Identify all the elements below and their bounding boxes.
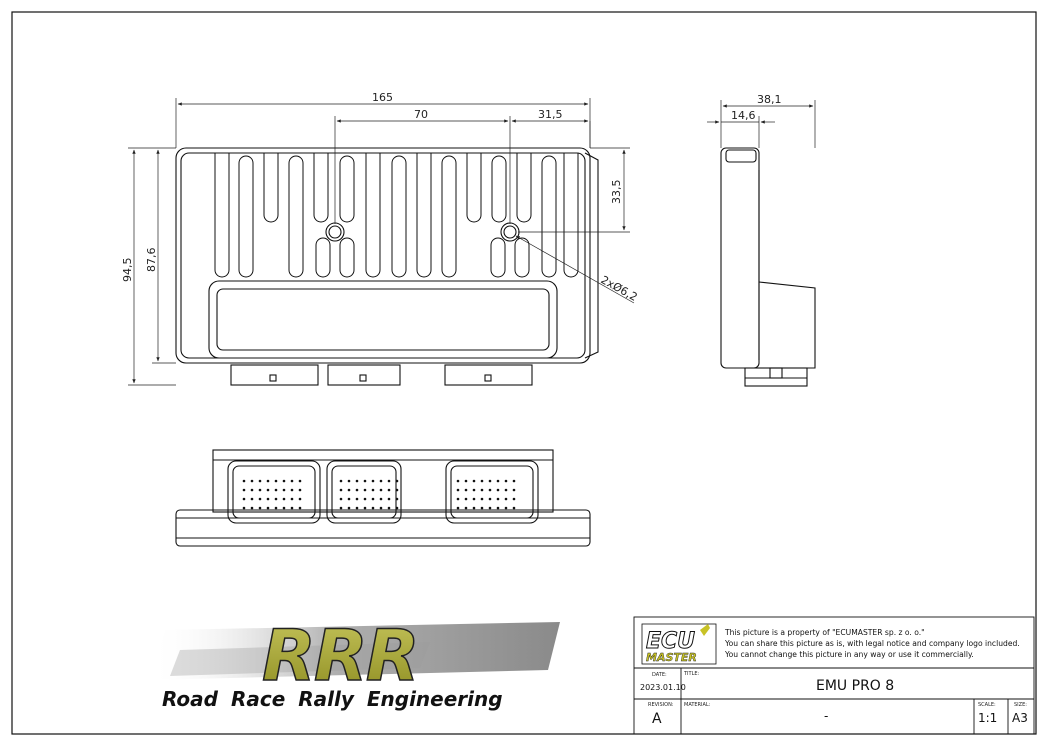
date-value: 2023.01.10: [640, 683, 686, 692]
tagline-word-engineering: Engineering: [367, 687, 503, 711]
size-label: SIZE:: [1014, 702, 1027, 708]
svg-text:Road Race Rally: Road Race Rally Engineering: [162, 687, 503, 711]
scale-value: 1:1: [978, 711, 997, 725]
revision-value: A: [652, 711, 662, 727]
size-value: A3: [1012, 711, 1028, 725]
bottom-view: [175, 449, 591, 547]
dim-hole-callout: 2xØ6,2: [599, 273, 640, 304]
material-value: -: [824, 709, 828, 723]
svg-text:MASTER: MASTER: [646, 651, 697, 664]
front-view: [175, 147, 599, 386]
dim-depth-overall: 38,1: [757, 93, 782, 106]
title-block: [633, 616, 1035, 735]
side-view: [720, 147, 816, 387]
rrr-brand-logo: RRR Road Race Rally Engineering: [150, 614, 560, 711]
material-label: MATERIAL:: [684, 702, 711, 708]
rrr-monogram: RRR: [262, 615, 418, 697]
tagline-word-rally: Rally: [298, 687, 355, 711]
svg-text:ECU: ECU: [646, 629, 695, 654]
notice-line-3: You cannot change this picture in any wa…: [724, 650, 974, 659]
ecumaster-logo: ECU MASTER: [641, 623, 717, 665]
revision-label: REVISION:: [648, 702, 674, 708]
dim-hole-offset: 31,5: [538, 108, 563, 121]
notice-line-2: You can share this picture as is, with l…: [724, 639, 1020, 648]
date-label: DATE:: [652, 672, 667, 678]
dim-hole-spacing: 70: [414, 108, 428, 121]
title-label: TITLE:: [683, 671, 700, 677]
scale-label: SCALE:: [978, 702, 996, 708]
dim-height-body: 87,6: [145, 248, 158, 273]
dim-width-overall: 165: [372, 91, 393, 104]
dim-depth-flange: 14,6: [731, 109, 756, 122]
side-dimensions: [707, 100, 816, 148]
connector-pins: [242, 479, 516, 510]
sheet-border: [11, 11, 1037, 735]
notice-line-1: This picture is a property of "ECUMASTER…: [724, 628, 925, 637]
tagline-word-race: Race: [231, 687, 285, 711]
drawing-title: EMU PRO 8: [816, 678, 894, 694]
dim-height-overall: 94,5: [121, 258, 134, 283]
tagline-word-road: Road: [162, 687, 219, 711]
front-dimensions: [128, 98, 635, 386]
dim-hole-depth: 33,5: [610, 180, 623, 205]
